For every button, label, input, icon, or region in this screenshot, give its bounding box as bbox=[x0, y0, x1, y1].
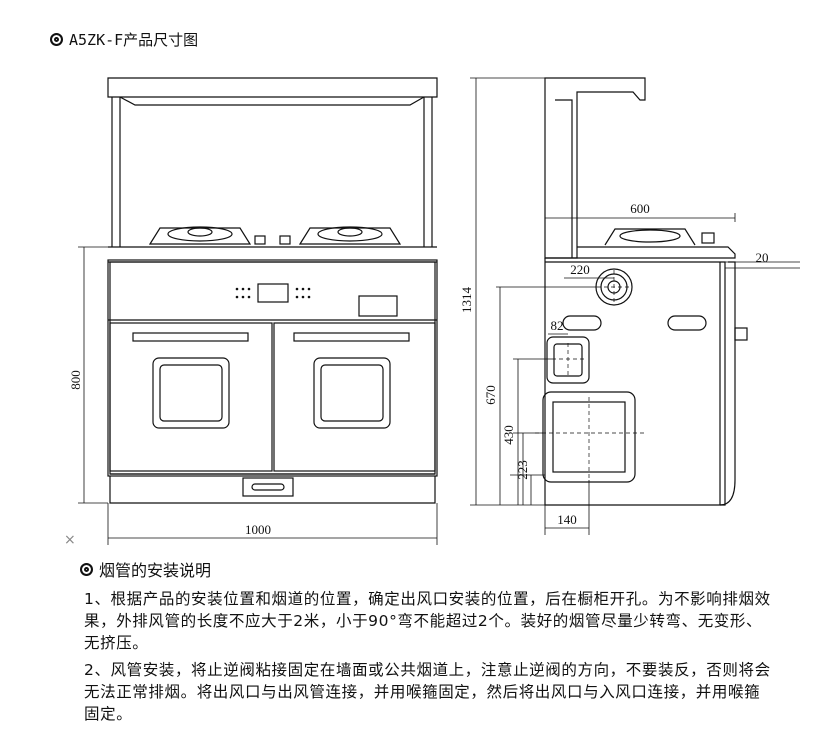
diagram-title: A5ZK-F产品尺寸图 bbox=[50, 29, 198, 50]
bullet-circle-icon bbox=[50, 33, 63, 46]
diagram-title-text: A5ZK-F产品尺寸图 bbox=[69, 31, 199, 49]
section-heading: 烟管的安装说明 bbox=[80, 557, 211, 581]
left-door-handle bbox=[132, 332, 249, 342]
instruction-paragraph-1: 1、根据产品的安装位置和烟道的位置，确定出风口安装的位置，后在橱柜开孔。为不影响… bbox=[84, 590, 771, 652]
side-burner-icon bbox=[604, 228, 696, 246]
knob-icon bbox=[254, 235, 266, 245]
side-dimensions bbox=[470, 77, 800, 535]
display-screen bbox=[257, 283, 289, 303]
center-lines bbox=[535, 270, 645, 480]
dim-outlet-top-offset: 220 bbox=[570, 262, 590, 277]
dim-offset: 20 bbox=[756, 250, 769, 265]
dim-lower-outlet-width: 140 bbox=[557, 512, 577, 527]
dim-depth: 600 bbox=[630, 201, 650, 216]
panel-badge bbox=[358, 295, 398, 317]
dim-front-height: 800 bbox=[68, 370, 83, 390]
left-burner-icon bbox=[148, 226, 252, 245]
knob-icon bbox=[279, 235, 291, 245]
dim-outlet-height: 670 bbox=[483, 385, 498, 405]
slot-icon bbox=[667, 315, 707, 331]
side-knob-icon bbox=[701, 232, 715, 244]
right-door-handle bbox=[293, 332, 410, 342]
slot-icon bbox=[562, 315, 602, 331]
dim-upper-outlet-width: 82 bbox=[551, 318, 564, 333]
control-buttons bbox=[235, 287, 311, 299]
bullet-circle-icon bbox=[80, 562, 93, 576]
side-view bbox=[542, 77, 748, 506]
instruction-paragraph-2: 2、风管安装，将止逆阀粘接固定在墙面或公共烟道上，注意止逆阀的方向，不要装反，否… bbox=[84, 661, 771, 723]
dim-lower-outlet-430: 430 bbox=[501, 425, 516, 445]
dim-lower-outlet-223: 223 bbox=[515, 460, 530, 480]
dim-front-width: 1000 bbox=[245, 522, 271, 537]
right-burner-icon bbox=[298, 226, 402, 245]
section-heading-text: 烟管的安装说明 bbox=[99, 561, 212, 580]
front-view bbox=[107, 77, 438, 504]
front-dimensions bbox=[78, 246, 438, 545]
x-mark: × bbox=[64, 532, 76, 548]
dim-total-height: 1314 bbox=[459, 287, 474, 314]
